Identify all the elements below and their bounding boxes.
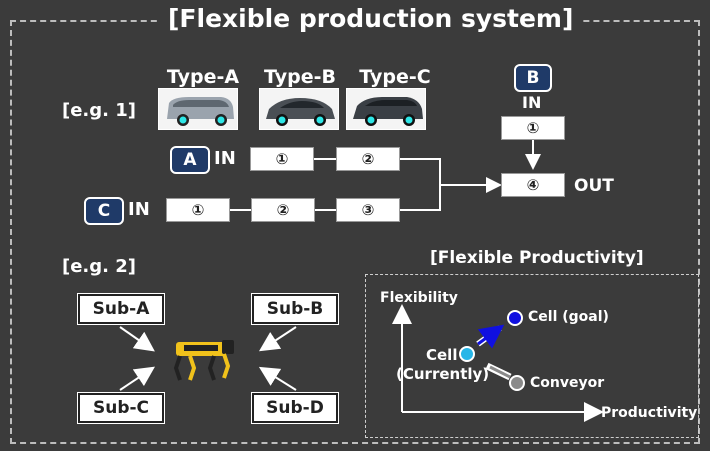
- cell-current-label: Cell: [426, 346, 458, 364]
- y-axis-label: Flexibility: [380, 290, 458, 306]
- line-c-step-2: ②: [251, 198, 315, 222]
- eg1-label: [e.g. 1]: [62, 100, 137, 121]
- type-c-label: Type-C: [359, 66, 431, 88]
- line-b-step-1: ①: [501, 116, 565, 140]
- line-b-badge: B: [514, 64, 552, 92]
- line-b-in-label: IN: [522, 93, 542, 112]
- line-a-badge: A: [170, 146, 210, 174]
- type-a-label: Type-A: [166, 66, 240, 88]
- robot-dog-image: [166, 334, 240, 386]
- goal-point: [507, 310, 523, 326]
- line-c-step-1: ①: [166, 198, 230, 222]
- car-type-c-image: [346, 88, 426, 130]
- line-a-step-1: ①: [250, 147, 314, 171]
- car-type-a-image: [158, 88, 238, 130]
- current-point: [459, 346, 475, 362]
- sub-d-box: Sub-D: [251, 392, 339, 424]
- flex-productivity-title: [Flexible Productivity]: [430, 248, 644, 268]
- x-axis-label: Productivity: [601, 405, 698, 421]
- page-title: [Flexible production system]: [160, 4, 582, 33]
- sub-c-box: Sub-C: [77, 392, 165, 424]
- flex-productivity-frame: [365, 274, 699, 438]
- sub-b-box: Sub-B: [251, 293, 339, 325]
- conveyor-label: Conveyor: [530, 375, 605, 391]
- cell-current-sublabel: (Currently): [396, 365, 490, 383]
- cell-goal-label: Cell (goal): [528, 309, 609, 325]
- conveyor-point: [509, 375, 525, 391]
- sub-a-box: Sub-A: [77, 293, 165, 325]
- eg2-label: [e.g. 2]: [62, 256, 137, 277]
- line-a-in-label: IN: [214, 148, 236, 169]
- car-type-b-image: [259, 88, 339, 130]
- line-c-in-label: IN: [128, 199, 150, 220]
- type-b-label: Type-B: [264, 66, 336, 88]
- merge-step-4: ④: [501, 173, 565, 197]
- line-c-badge: C: [84, 197, 124, 225]
- out-label: OUT: [574, 176, 614, 196]
- line-c-step-3: ③: [336, 198, 400, 222]
- line-a-step-2: ②: [336, 147, 400, 171]
